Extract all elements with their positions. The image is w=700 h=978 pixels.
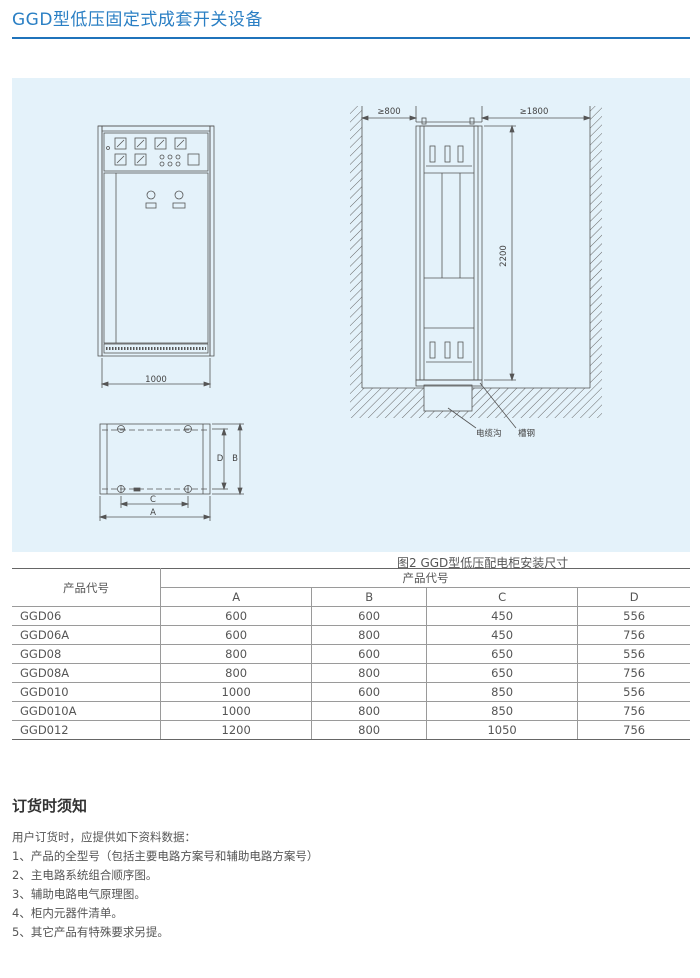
cell-c: 650 xyxy=(426,663,579,683)
figure-caption: 图2 GGD型低压配电柜安装尺寸 xyxy=(397,556,569,570)
side-installation-drawing xyxy=(350,106,602,429)
cell-a: 600 xyxy=(160,606,313,626)
cell-b: 800 xyxy=(311,625,427,645)
table-row: GGD010A 1000 800 850 756 xyxy=(12,701,690,721)
plan-label-c: C xyxy=(150,495,156,505)
table-header-row: 产品代号 产品代号 xyxy=(12,568,690,607)
row-code: GGD012 xyxy=(12,720,161,740)
table-row: GGD010 1000 600 850 556 xyxy=(12,682,690,702)
clearance-front-label: ≥800 xyxy=(377,107,400,117)
cell-a: 600 xyxy=(160,625,313,645)
row-code: GGD06 xyxy=(12,606,161,626)
page-title: GGD型低压固定式成套开关设备 xyxy=(12,10,263,30)
cell-d: 756 xyxy=(577,720,690,740)
cell-b: 800 xyxy=(311,720,427,740)
ordering-item: 4、柜内元器件清单。 xyxy=(12,906,123,920)
dimension-table: 产品代号 产品代号 A B C D GGD06 600 600 450 556 … xyxy=(12,568,690,740)
plan-label-d: D xyxy=(217,454,224,464)
table-header-b: B xyxy=(311,587,427,607)
cell-d: 756 xyxy=(577,701,690,721)
table-header-d: D xyxy=(577,587,690,607)
plan-label-a: A xyxy=(150,508,156,518)
height-label: 2200 xyxy=(499,245,509,267)
ordering-intro: 用户订货时，应提供如下资料数据： xyxy=(12,830,196,844)
ordering-item: 2、主电路系统组合顺序图。 xyxy=(12,868,158,882)
table-header-c: C xyxy=(426,587,579,607)
row-code: GGD08A xyxy=(12,663,161,683)
cell-d: 556 xyxy=(577,682,690,702)
installation-drawing: 1000 C A D B ≥800 ≥1800 2200 电缆沟 槽钢 xyxy=(97,106,602,521)
cell-a: 1000 xyxy=(160,682,313,702)
table-header-a: A xyxy=(160,587,313,607)
clearance-back-label: ≥1800 xyxy=(520,107,549,117)
cell-b: 800 xyxy=(311,701,427,721)
table-row: GGD08 800 600 650 556 xyxy=(12,644,690,664)
cell-d: 556 xyxy=(577,644,690,664)
cell-a: 1200 xyxy=(160,720,313,740)
table-header-product-code: 产品代号 xyxy=(12,568,161,607)
table-header-group: 产品代号 xyxy=(160,568,690,588)
cable-trench-label: 电缆沟 xyxy=(476,428,502,439)
ordering-item: 3、辅助电路电气原理图。 xyxy=(12,887,146,901)
cell-a: 800 xyxy=(160,644,313,664)
row-code: GGD08 xyxy=(12,644,161,664)
cell-b: 800 xyxy=(311,663,427,683)
front-elevation-drawing xyxy=(97,125,215,388)
installation-figure: 1000 C A D B ≥800 ≥1800 2200 电缆沟 槽钢 图2 G… xyxy=(12,78,690,570)
plan-label-b: B xyxy=(232,454,238,464)
cell-b: 600 xyxy=(311,644,427,664)
plan-view-drawing xyxy=(98,422,244,521)
table-row: GGD012 1200 800 1050 756 xyxy=(12,720,690,740)
ordering-list: 用户订货时，应提供如下资料数据： 1、产品的全型号（包括主要电路方案号和辅助电路… xyxy=(12,828,318,942)
cell-a: 1000 xyxy=(160,701,313,721)
table-subheader-row: A B C D xyxy=(12,587,690,607)
cell-b: 600 xyxy=(311,606,427,626)
ordering-item: 5、其它产品有特殊要求另提。 xyxy=(12,925,169,939)
title-rule xyxy=(12,37,690,39)
cell-d: 756 xyxy=(577,663,690,683)
cell-b: 600 xyxy=(311,682,427,702)
cell-c: 450 xyxy=(426,606,579,626)
cell-c: 850 xyxy=(426,682,579,702)
row-code: GGD010A xyxy=(12,701,161,721)
cell-c: 450 xyxy=(426,625,579,645)
row-code: GGD06A xyxy=(12,625,161,645)
front-width-label: 1000 xyxy=(145,375,167,385)
cell-c: 1050 xyxy=(426,720,579,740)
ordering-heading: 订货时须知 xyxy=(12,797,88,815)
table-row: GGD06 600 600 450 556 xyxy=(12,606,690,626)
cell-d: 556 xyxy=(577,606,690,626)
cell-d: 756 xyxy=(577,625,690,645)
cell-c: 650 xyxy=(426,644,579,664)
table-row: GGD08A 800 800 650 756 xyxy=(12,663,690,683)
cell-a: 800 xyxy=(160,663,313,683)
row-code: GGD010 xyxy=(12,682,161,702)
cell-c: 850 xyxy=(426,701,579,721)
channel-steel-label: 槽钢 xyxy=(518,428,535,439)
table-row: GGD06A 600 800 450 756 xyxy=(12,625,690,645)
ordering-item: 1、产品的全型号（包括主要电路方案号和辅助电路方案号） xyxy=(12,849,319,863)
